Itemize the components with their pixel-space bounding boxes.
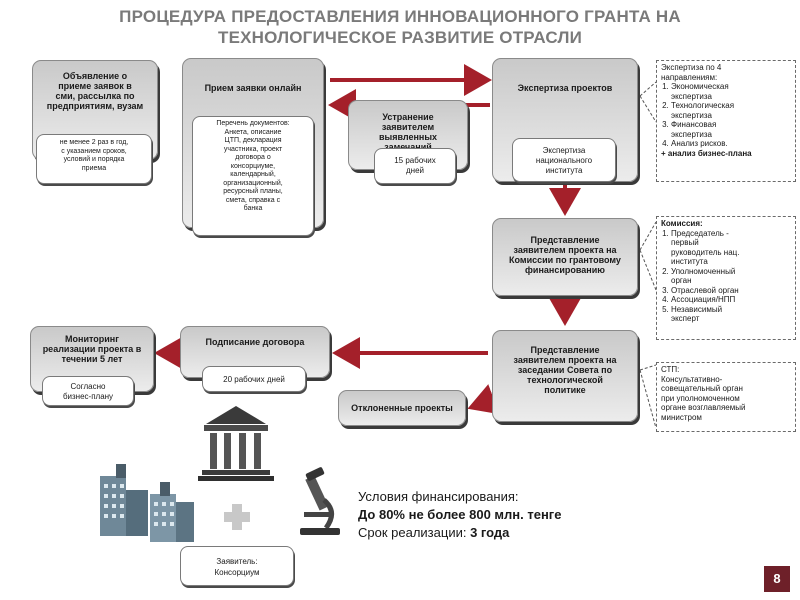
term-label: Срок реализации: — [358, 525, 471, 540]
page-number-badge: 8 — [764, 566, 790, 592]
commission-members-note: Комиссия: Председатель - первый руководи… — [656, 216, 796, 340]
stp-note-title: СТП: — [661, 365, 680, 374]
microscope-icon — [300, 467, 340, 535]
page-title: ПРОЦЕДУРА ПРЕДОСТАВЛЕНИЯ ИННОВАЦИОННОГО … — [60, 6, 740, 48]
applicant-box: Заявитель: Консорциум — [180, 546, 294, 586]
list-item: Экономическая экспертиза — [671, 82, 791, 101]
fix-days-box: 15 рабочих дней — [374, 148, 456, 184]
grant-commission-label: Представление заявителем проекта на Коми… — [509, 235, 621, 275]
list-item: Анализ рисков. — [671, 139, 791, 149]
dash-expertise-note-b — [639, 95, 657, 123]
list-item: Уполномоченный орган — [671, 267, 791, 286]
conditions-title: Условия финансирования: — [358, 489, 519, 504]
contract-label: Подписание договора — [205, 337, 305, 347]
expertise-directions-list: Экономическая экспертиза Технологическая… — [661, 82, 791, 149]
rejected-label: Отклоненные проекты — [351, 403, 453, 413]
monitoring-label: Мониторинг реализации проекта в течении … — [42, 334, 142, 364]
stp-note-text: Консультативно- совещательный орган при … — [661, 374, 746, 422]
expertise-note-box: Экспертиза национального института — [512, 138, 616, 182]
contract-days-box: 20 рабочих дней — [202, 366, 306, 392]
commission-members-list: Председатель - первый руководитель нац. … — [661, 229, 791, 324]
dash-stp-note-b — [639, 369, 657, 429]
expertise-note-title: Экспертиза по 4 направлениям: — [661, 63, 722, 82]
list-item: Финансовая экспертиза — [671, 120, 791, 139]
title-line-2: ТЕХНОЛОГИЧЕСКОЕ РАЗВИТИЕ ОТРАСЛИ — [217, 28, 582, 47]
term-value: 3 года — [470, 525, 510, 540]
grant-commission-box: Представление заявителем проекта на Коми… — [492, 218, 638, 296]
factory-icon — [100, 464, 194, 542]
expertise-directions-note: Экспертиза по 4 направлениям: Экономичес… — [656, 60, 796, 182]
monitoring-note-box: Согласно бизнес-плану — [42, 376, 134, 406]
dash-commission-note — [639, 221, 657, 251]
expertise-label: Экспертиза проектов — [517, 83, 613, 93]
rejected-box: Отклоненные проекты — [338, 390, 466, 426]
fix-label: Устранение заявителем выявленных замечан… — [378, 112, 438, 152]
list-item: Технологическая экспертиза — [671, 101, 791, 120]
dash-expertise-note — [639, 81, 657, 97]
conditions-amount: До 80% не более 800 млн. тенге — [358, 507, 562, 522]
plus-icon — [224, 504, 250, 530]
documents-box: Перечень документов: Анкета, описание ЦТ… — [192, 116, 314, 236]
financing-conditions: Условия финансирования: До 80% не более … — [358, 488, 618, 542]
announcement-note-box: не менее 2 раз в год, с указанием сроков… — [36, 134, 152, 184]
dash-commission-note-b — [639, 249, 657, 291]
list-item: Отраслевой орган — [671, 286, 791, 296]
list-item: Независимый эксперт — [671, 305, 791, 324]
announcement-label: Объявление о приеме заявок в сми, рассыл… — [46, 71, 144, 111]
council-box: Представление заявителем проекта на засе… — [492, 330, 638, 422]
council-label: Представление заявителем проекта на засе… — [513, 345, 617, 395]
list-item: Ассоциация/НПП — [671, 295, 791, 305]
stp-note: СТП: Консультативно- совещательный орган… — [656, 362, 796, 432]
title-line-1: ПРОЦЕДУРА ПРЕДОСТАВЛЕНИЯ ИННОВАЦИОННОГО … — [119, 7, 681, 26]
government-building-icon — [198, 406, 274, 481]
commission-note-title: Комиссия: — [661, 219, 703, 228]
dash-stp-note — [639, 364, 657, 371]
expertise-note-extra: + анализ бизнес-плана — [661, 148, 752, 158]
list-item: Председатель - первый руководитель нац. … — [671, 229, 791, 267]
application-label: Прием заявки онлайн — [204, 83, 302, 93]
conditions-term: Срок реализации: 3 года — [358, 524, 618, 542]
